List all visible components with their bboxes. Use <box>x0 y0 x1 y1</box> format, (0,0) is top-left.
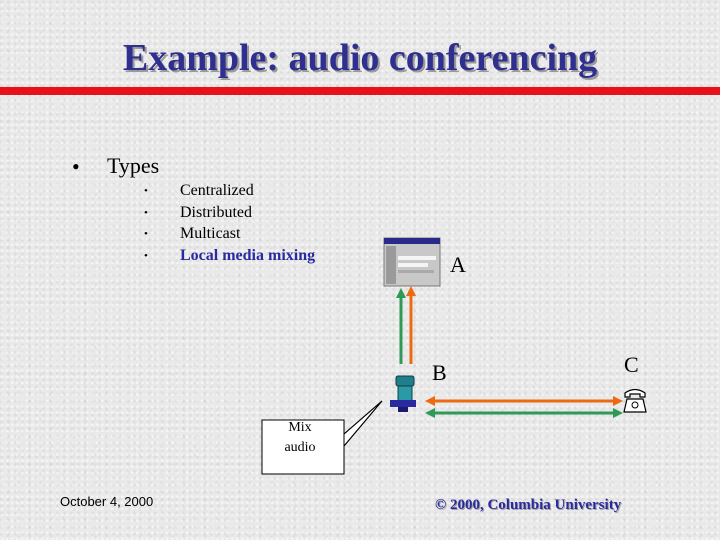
list-item-label: Multicast <box>180 225 241 242</box>
list-item: • Distributed <box>0 203 340 225</box>
computer-icon <box>383 237 441 287</box>
types-heading: Types <box>107 153 160 178</box>
list-item: • Centralized <box>0 181 340 203</box>
node-label-b: B <box>432 360 447 385</box>
sub-bullet: • <box>144 207 148 219</box>
callout-line-1: Mix <box>288 420 312 435</box>
list-item-label-highlight: Local media mixing <box>180 247 316 264</box>
list-item: • Local media mixing <box>0 246 340 268</box>
title-divider <box>0 87 720 95</box>
footer-date: October 4, 2000 <box>60 494 154 509</box>
node-label-a: A <box>450 252 466 277</box>
bullet-marker: • <box>72 154 80 179</box>
slide-title: Example: audio conferencing <box>122 37 598 79</box>
footer-copyright: © 2000, Columbia University <box>435 497 622 513</box>
ip-phone-icon <box>390 375 416 412</box>
list-item-label: Centralized <box>180 182 254 199</box>
node-label-c: C <box>624 352 639 377</box>
list-item: • Multicast <box>0 224 340 246</box>
telephone-icon <box>623 388 647 413</box>
sub-bullet: • <box>144 228 148 240</box>
callout-line-2: audio <box>284 440 316 455</box>
sub-bullet: • <box>144 185 148 197</box>
sub-bullet: • <box>144 250 148 262</box>
callout-text: Mix audio <box>258 418 342 474</box>
list-item-label: Distributed <box>180 204 252 221</box>
